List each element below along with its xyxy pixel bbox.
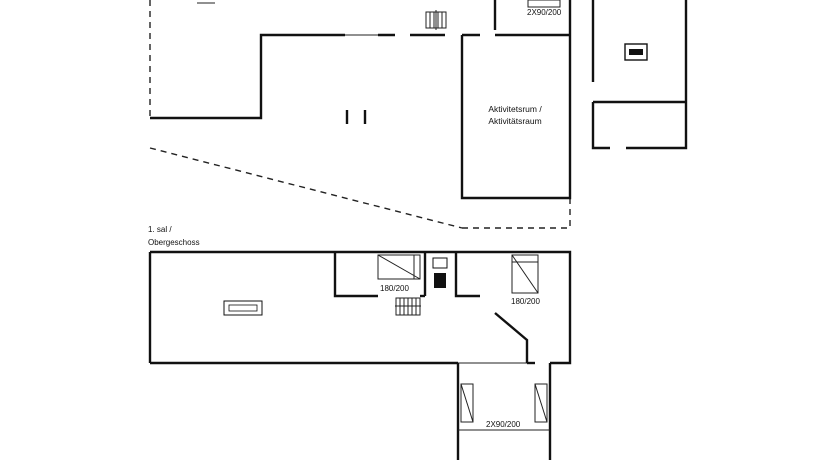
upper-outer-wall bbox=[150, 250, 572, 365]
room-label: Aktivitetsrum / bbox=[488, 104, 542, 114]
bed-label: 180/200 bbox=[511, 297, 540, 306]
bed-icon bbox=[377, 254, 421, 280]
upper-floor: 1. sal / Obergeschoss 180/200 bbox=[148, 225, 572, 460]
bed-label: 2X90/200 bbox=[486, 420, 521, 429]
ground-floor: 2X90/200 Aktivitetsrum / Aktivitätsraum bbox=[149, 0, 688, 229]
activity-room-walls bbox=[460, 0, 572, 200]
bedroom-1-walls bbox=[333, 252, 378, 298]
floor-title: 1. sal / bbox=[148, 225, 172, 234]
ground-diagonal-dashed-edge bbox=[149, 147, 463, 229]
bed-icon bbox=[527, 0, 561, 8]
toilet-icon bbox=[432, 257, 448, 288]
garage-wall-right bbox=[626, 0, 688, 150]
bed-label: 180/200 bbox=[380, 284, 409, 293]
ground-inner-wall-left bbox=[150, 33, 345, 120]
hallway-diagonal-wall bbox=[494, 312, 529, 363]
sofa-icon bbox=[223, 300, 263, 316]
bed-icon bbox=[534, 383, 548, 423]
bed-icon bbox=[511, 254, 539, 294]
room-label: Aktivitätsraum bbox=[488, 116, 541, 126]
stair-icon bbox=[425, 10, 447, 30]
bathroom-wall bbox=[454, 252, 480, 298]
floor-title: Obergeschoss bbox=[148, 238, 200, 247]
garage-wall-left-lower bbox=[591, 102, 610, 150]
car-icon bbox=[624, 43, 648, 61]
stair-icon bbox=[395, 297, 421, 316]
bed-icon bbox=[460, 383, 474, 423]
bed-label: 2X90/200 bbox=[527, 8, 562, 17]
